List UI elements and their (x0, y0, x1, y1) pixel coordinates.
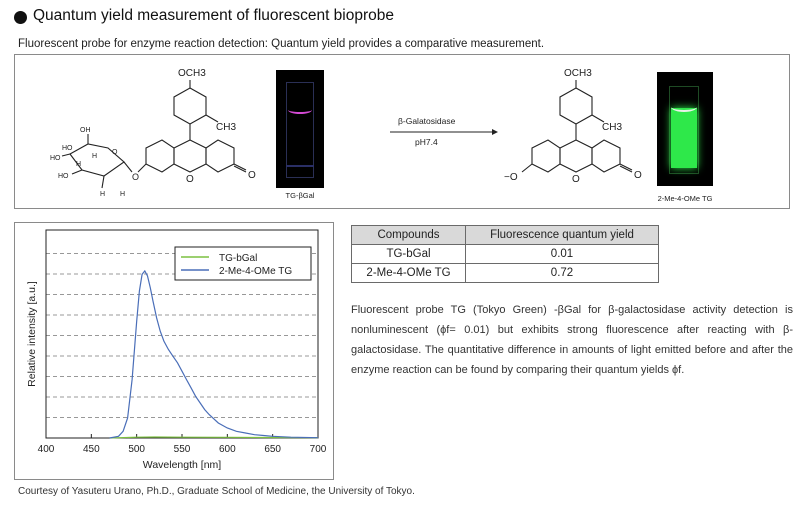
right-cuvette-photo (657, 72, 713, 186)
chart-series (109, 269, 319, 439)
right-phenolate-label: −O (504, 172, 518, 183)
sugar-label-3: HO (50, 155, 61, 162)
cell-compound: 2-Me-4-OMe TG (351, 263, 466, 283)
page-title: Quantum yield measurement of fluorescent… (33, 7, 395, 24)
legend-label-2-me-4-ome-tg: 2-Me-4-OMe TG (219, 266, 292, 277)
sugar-label-1: HO (62, 145, 73, 152)
left-carbonyl-oxygen: O (248, 170, 256, 181)
legend-box (174, 246, 312, 281)
table-row: TG-bGal 0.01 (351, 244, 659, 264)
spectrum-chart-panel (14, 222, 334, 480)
y-axis-label: Relative intensity [a.u.] (26, 281, 38, 387)
quantum-yield-table: Compounds Fluorescence quantum yield TG-… (351, 225, 659, 283)
series-line-tg-bgal (109, 436, 319, 439)
sugar-label-5: H (76, 161, 81, 168)
chart-legend: TG-bGal 2-Me-4-OMe TG (174, 246, 312, 281)
x-tick-label: 450 (83, 444, 100, 455)
header-compounds: Compounds (351, 225, 466, 245)
x-tick-label: 500 (128, 444, 145, 455)
title-bullet (14, 11, 27, 24)
glycosidic-oxygen: O (132, 172, 139, 182)
x-tick-label: 550 (174, 444, 191, 455)
series-line-2-me-4-ome-tg (109, 269, 319, 439)
cell-compound: TG-bGal (351, 244, 466, 264)
x-tick-label: 650 (264, 444, 281, 455)
left-methoxy-label: OCH3 (178, 68, 206, 79)
left-molecule-structure: OCH3 CH3 O O HO OH HO H H HO H O H O (50, 68, 256, 198)
x-axis-label: Wavelength [nm] (143, 459, 221, 471)
sugar-label-8: O (112, 149, 118, 156)
x-tick-label: 400 (38, 444, 55, 455)
right-methyl-label: CH3 (602, 122, 622, 133)
fluorescence-spectrum-chart: 400 450 500 550 600 650 700 Wavelength [nm] Re… (26, 229, 327, 471)
right-carbonyl-oxygen: O (634, 170, 642, 181)
right-cuvette-label: 2-Me-4-OMe TG (657, 194, 713, 203)
sugar-label-2: OH (80, 127, 91, 134)
x-tick-label: 600 (219, 444, 236, 455)
left-methyl-label: CH3 (216, 122, 236, 133)
header-quantum-yield: Fluorescence quantum yield (465, 225, 659, 245)
ph-label: pH7.4 (415, 137, 438, 147)
page-subtitle: Fluorescent probe for enzyme reaction de… (18, 38, 545, 50)
left-ring-oxygen: O (186, 174, 194, 185)
description-paragraph: Fluorescent probe TG (Tokyo Green) -βGal… (351, 304, 793, 376)
x-tick-label: 700 (310, 444, 327, 455)
sugar-label-6: HO (58, 173, 69, 180)
reaction-arrow (390, 129, 498, 135)
sugar-label-7: H (100, 191, 105, 198)
sugar-label-9: H (120, 191, 125, 198)
right-methoxy-label: OCH3 (564, 68, 592, 79)
left-cuvette-label: TG-βGal (285, 191, 315, 200)
table-row: 2-Me-4-OMe TG 0.72 (351, 263, 659, 283)
right-ring-oxygen: O (572, 174, 580, 185)
table-header-row: Compounds Fluorescence quantum yield (351, 225, 659, 245)
enzyme-label: β-Galatosidase (398, 116, 456, 126)
legend-label-tg-bgal: TG-bGal (219, 253, 257, 264)
cell-quantum-yield: 0.01 (465, 244, 659, 264)
left-cuvette-photo (276, 70, 324, 188)
cell-quantum-yield: 0.72 (465, 263, 659, 283)
sugar-label-4: H (92, 153, 97, 160)
image-credit: Courtesy of Yasuteru Urano, Ph.D., Gradu… (18, 486, 415, 497)
right-molecule-structure: OCH3 CH3 O O −O (504, 68, 642, 185)
reaction-scheme-panel (14, 54, 790, 209)
